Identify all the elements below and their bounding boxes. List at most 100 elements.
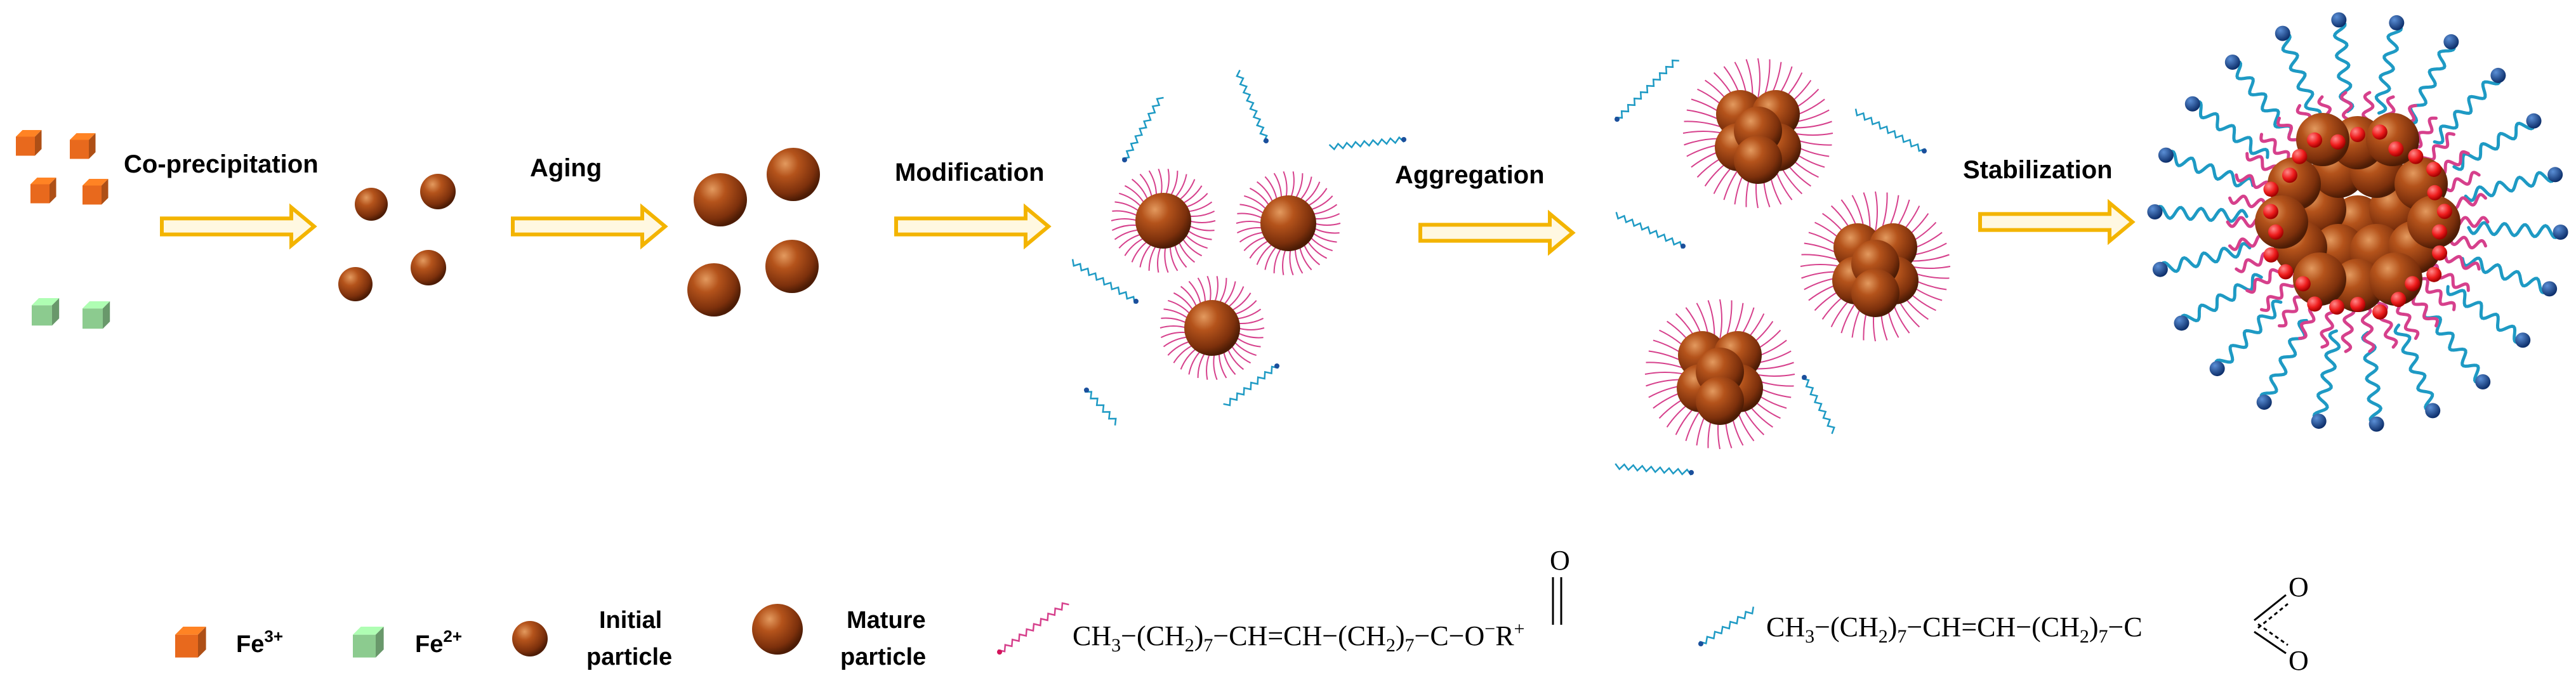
radial-chain-line [1222, 350, 1236, 375]
cube-face-top [16, 130, 42, 137]
mature-particle [687, 263, 741, 317]
chain-path [2259, 318, 2308, 404]
initial-particle [411, 250, 446, 285]
blue-stabilizer-chain [2275, 25, 2322, 121]
modified-particle [1159, 275, 1265, 381]
core-particle [2407, 195, 2460, 249]
anchor-dot [2263, 181, 2279, 197]
free-blue-chain [1615, 212, 1686, 249]
cube-face-top [30, 178, 56, 185]
anchor-dot [2432, 224, 2448, 240]
chain-zigzag [1071, 259, 1136, 304]
radial-chain-line [1197, 351, 1206, 378]
fe3-cube [83, 179, 109, 205]
radial-chain-line [1219, 278, 1227, 304]
core-particle [2296, 113, 2349, 166]
chain-path [2214, 299, 2283, 370]
free-surfactant-chains [1071, 59, 1927, 476]
cluster-particle [1734, 136, 1782, 184]
legend-initial-label-line2: particle [586, 644, 672, 670]
chain-head [1689, 470, 1694, 475]
radial-chain-line [1236, 332, 1264, 339]
chain-path [2393, 323, 2434, 412]
anchor-dot [2329, 299, 2345, 315]
radial-chain-line [1186, 229, 1212, 240]
anchor-dot [2408, 148, 2424, 164]
fe3-cube [30, 178, 56, 204]
free-blue-chain [1122, 96, 1164, 162]
fe3-legend-cube [175, 627, 206, 658]
chain-head [1922, 148, 1927, 153]
ester-formula-text: CH3−(CH2)7−CH=CH−(CH2)7−C−O−R+ [1073, 618, 1524, 656]
legend-initial-particle-icon [512, 621, 548, 656]
blue-stabilizer-chain [2174, 273, 2263, 331]
anchor-dot [2427, 185, 2443, 200]
process-arrow [511, 203, 668, 250]
chain-head [2475, 374, 2491, 390]
chain-head [1615, 117, 1620, 122]
carboxylate-bond-bottom [2254, 630, 2287, 655]
anchor-dot [2307, 132, 2323, 148]
cube-face-side [376, 627, 384, 658]
radial-chain-line [1298, 245, 1312, 271]
chain-head [1133, 299, 1139, 304]
chain-zigzag [1223, 365, 1279, 407]
chain-path [2158, 242, 2252, 273]
cube-face-front [30, 184, 50, 204]
chain-zigzag [1615, 212, 1683, 249]
radial-chain-line [1235, 336, 1261, 348]
radial-chain-line [1188, 211, 1215, 218]
chain-path [2231, 60, 2293, 136]
aggregate-cluster [1682, 58, 1833, 209]
cube-face-top [353, 627, 384, 635]
anchor-dot [2405, 276, 2421, 292]
cluster-particle [1851, 269, 1899, 317]
legend-blue-chain [1698, 606, 1755, 646]
chain-zigzag [1615, 463, 1692, 476]
cube-face-side [102, 179, 109, 205]
anchor-dot [2282, 167, 2297, 183]
blue-stabilizer-chain [2393, 323, 2441, 419]
step-label-modification: Modification [895, 159, 1045, 186]
chain-head [2275, 25, 2290, 41]
step-label-aging: Aging [530, 154, 602, 182]
free-blue-chain [1328, 136, 1406, 151]
radial-chain-line [1273, 247, 1282, 273]
anchor-dot [2263, 247, 2279, 263]
radial-chain-line [1682, 131, 1724, 134]
radial-chain-line [1163, 336, 1189, 348]
cube-face-front [32, 305, 52, 326]
radial-chain-line [1910, 266, 1951, 269]
chain-head [2553, 224, 2568, 240]
blue-stabilizer-chain [2256, 318, 2308, 410]
anchor-dot [2436, 204, 2452, 219]
radial-chain-line [1792, 133, 1833, 136]
legend-mature-label-line1: Mature [847, 607, 926, 634]
aggregated-clusters [1644, 58, 1951, 450]
chain-zigzag [1854, 108, 1926, 152]
anchor-dot [2330, 134, 2346, 150]
blue-stabilizer-chain [2460, 256, 2558, 297]
blue-stabilizer-chain [2147, 204, 2249, 223]
radial-chain-line [1644, 372, 1686, 375]
stabilized-core [2255, 113, 2460, 312]
cube-face-front [83, 308, 103, 329]
anchor-dot [2292, 148, 2308, 164]
cube-face-top [175, 627, 206, 635]
radial-chain-line [1165, 169, 1170, 196]
legend-blue-chain-icon [1698, 606, 1755, 646]
fe3-ions [16, 130, 109, 205]
radial-chain-line [1757, 58, 1760, 99]
initial-particle [420, 174, 456, 209]
carboxylate-bond-top [2254, 594, 2287, 622]
blue-stabilizer-chain [2467, 221, 2568, 240]
step-label-co-precipitation: Co-precipitation [124, 150, 319, 178]
chain-path [2312, 329, 2341, 423]
legend-fe3-label: Fe3+ [236, 627, 283, 658]
chain-path [2374, 21, 2403, 115]
radial-chain-line [1139, 173, 1153, 199]
radial-chain-line [1112, 210, 1139, 217]
chain-head [2515, 332, 2531, 348]
chain-head [2158, 147, 2174, 163]
cube-face-top [32, 298, 60, 306]
